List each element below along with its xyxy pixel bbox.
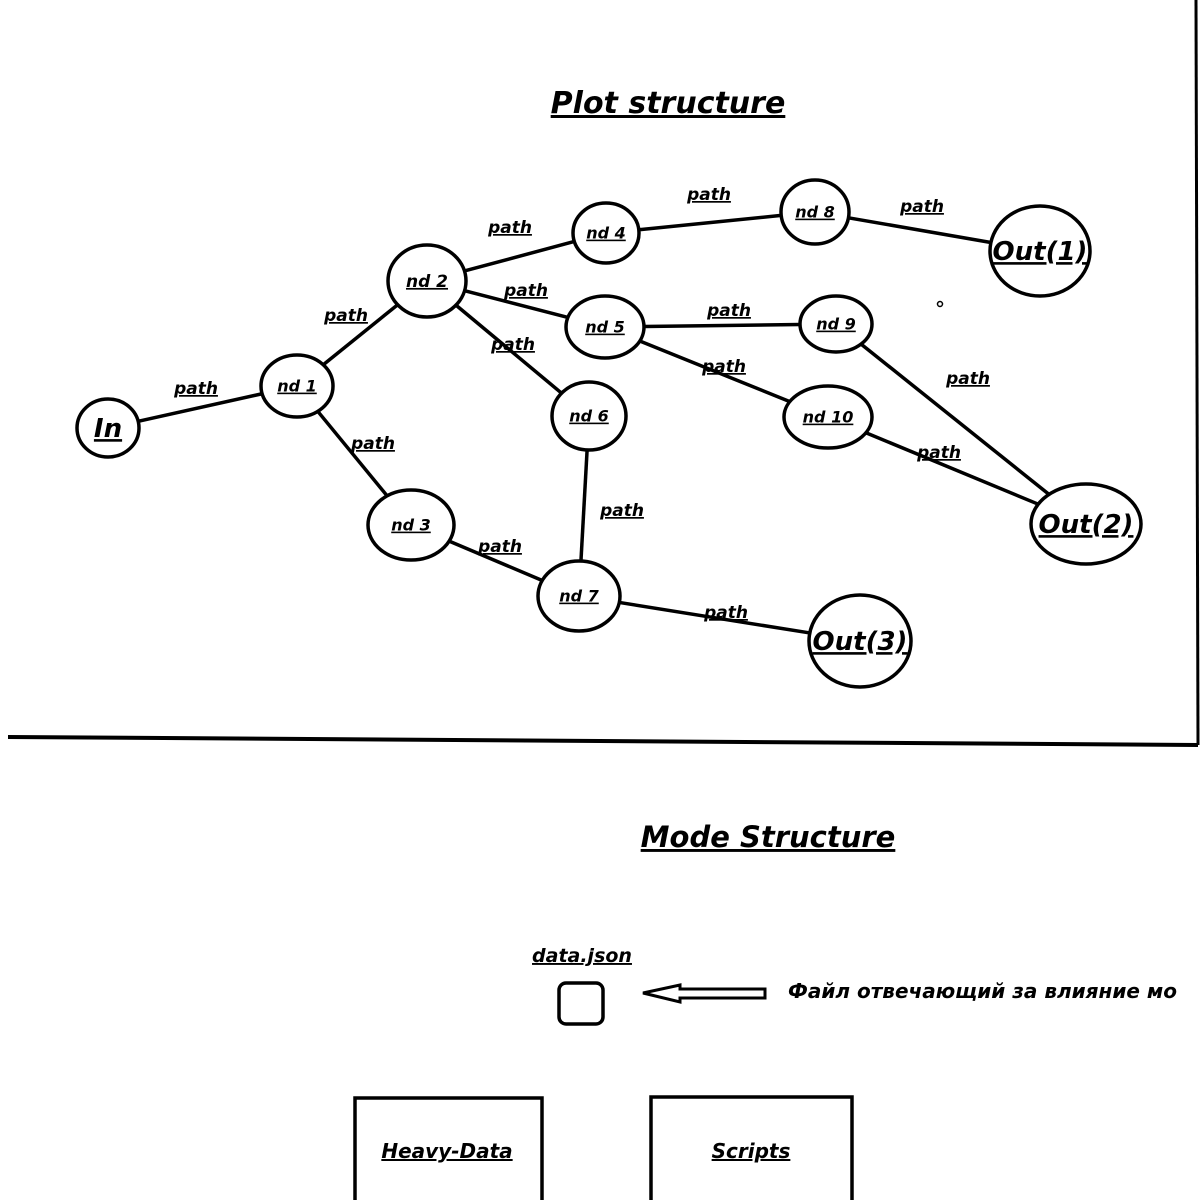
edge-label: path [490, 335, 535, 355]
node-nd4: nd 4 [571, 201, 641, 265]
node-label: nd 9 [816, 315, 856, 334]
edge-label: path [173, 379, 218, 399]
scripts-box: Scripts [649, 1095, 854, 1200]
node-nd2: nd 2 [386, 243, 468, 319]
data-json-label: data.json [532, 945, 632, 967]
data-json-file-icon [557, 981, 605, 1026]
edge-nd6-nd7 [579, 449, 589, 562]
edge-label: path [503, 281, 548, 301]
edge-nd1-nd2 [322, 303, 399, 367]
mode-structure-title: Mode Structure [641, 820, 896, 854]
edge-label: path [701, 357, 746, 377]
edge-label: path [916, 443, 961, 463]
node-label: nd 6 [569, 407, 609, 426]
node-nd9: nd 9 [798, 294, 874, 354]
edge-nd4-nd8 [638, 213, 782, 232]
node-nd3: nd 3 [366, 488, 456, 562]
node-label: nd 1 [277, 377, 317, 396]
node-label: nd 3 [391, 516, 431, 535]
edge-nd9-out2 [860, 342, 1051, 496]
node-label: nd 10 [803, 408, 854, 427]
node-ellipse [798, 294, 874, 354]
node-ellipse [536, 559, 622, 633]
node-label: nd 7 [559, 587, 599, 606]
edge-nd8-out1 [848, 216, 992, 245]
node-ellipse [1029, 482, 1143, 566]
edge-nd5-nd9 [643, 322, 801, 329]
edges-layer: path path path path path path path path path path… [137, 185, 1051, 635]
node-nd10: nd 10 [782, 384, 874, 450]
node-label: nd 8 [795, 203, 835, 222]
node-ellipse [259, 353, 335, 419]
node-ellipse [550, 380, 628, 452]
node-nd5: nd 5 [564, 294, 646, 360]
edge-nd10-out2 [865, 431, 1039, 506]
edge-label: path [945, 369, 990, 389]
node-in: In [75, 397, 141, 459]
node-nd8: nd 8 [779, 178, 851, 246]
scripts-label: Scripts [712, 1139, 791, 1163]
edge-label: path [599, 501, 644, 521]
edge-label: path [899, 197, 944, 217]
edge-label: path [477, 537, 522, 557]
heavy-data-box: Heavy-Data [353, 1096, 544, 1200]
node-out1: Out(1) [988, 204, 1092, 298]
frame-right-border [1194, 0, 1200, 746]
edge-nd3-nd7 [448, 539, 543, 583]
node-ellipse [807, 593, 913, 689]
node-label: Out(2) [1039, 510, 1134, 540]
stray-dot [936, 300, 944, 308]
node-ellipse [366, 488, 456, 562]
section-divider [7, 735, 1199, 747]
node-out2: Out(2) [1029, 482, 1143, 566]
edge-label: path [703, 603, 748, 623]
node-ellipse [779, 178, 851, 246]
edge-label: path [487, 218, 532, 238]
edge-nd7-out3 [619, 600, 811, 635]
node-ellipse [571, 201, 641, 265]
node-out3: Out(3) [807, 593, 913, 689]
edge-in-nd1 [137, 392, 263, 424]
node-nd7: nd 7 [536, 559, 622, 633]
data-json-description: Файл отвечающий за влияние мо [788, 979, 1177, 1003]
edge-nd5-nd10 [639, 339, 791, 404]
node-label: Out(3) [813, 627, 908, 657]
node-label: Out(1) [993, 237, 1088, 267]
edge-nd2-nd6 [454, 303, 563, 395]
edge-label: path [686, 185, 731, 205]
node-label: nd 5 [585, 318, 625, 337]
left-arrow-icon [642, 983, 767, 1004]
edge-label: path [706, 301, 751, 321]
edge-nd1-nd3 [316, 410, 389, 497]
node-ellipse [386, 243, 468, 319]
node-label: nd 4 [586, 224, 626, 243]
heavy-data-label: Heavy-Data [381, 1139, 512, 1163]
node-ellipse [988, 204, 1092, 298]
edge-nd2-nd5 [464, 289, 569, 320]
node-label: In [94, 414, 122, 444]
edge-nd2-nd4 [463, 239, 575, 273]
node-nd1: nd 1 [259, 353, 335, 419]
nodes-layer: In nd 1 nd 2 nd 3 nd 4 nd 5 nd 6 nd 7 nd 8 nd 9 nd… [75, 178, 1143, 689]
node-nd6: nd 6 [550, 380, 628, 452]
node-label: nd 2 [406, 272, 448, 292]
node-ellipse [75, 397, 141, 459]
edge-label: path [350, 434, 395, 454]
node-ellipse [564, 294, 646, 360]
node-ellipse [782, 384, 874, 450]
plot-structure-title: Plot structure [551, 86, 786, 121]
edge-label: path [323, 306, 368, 326]
